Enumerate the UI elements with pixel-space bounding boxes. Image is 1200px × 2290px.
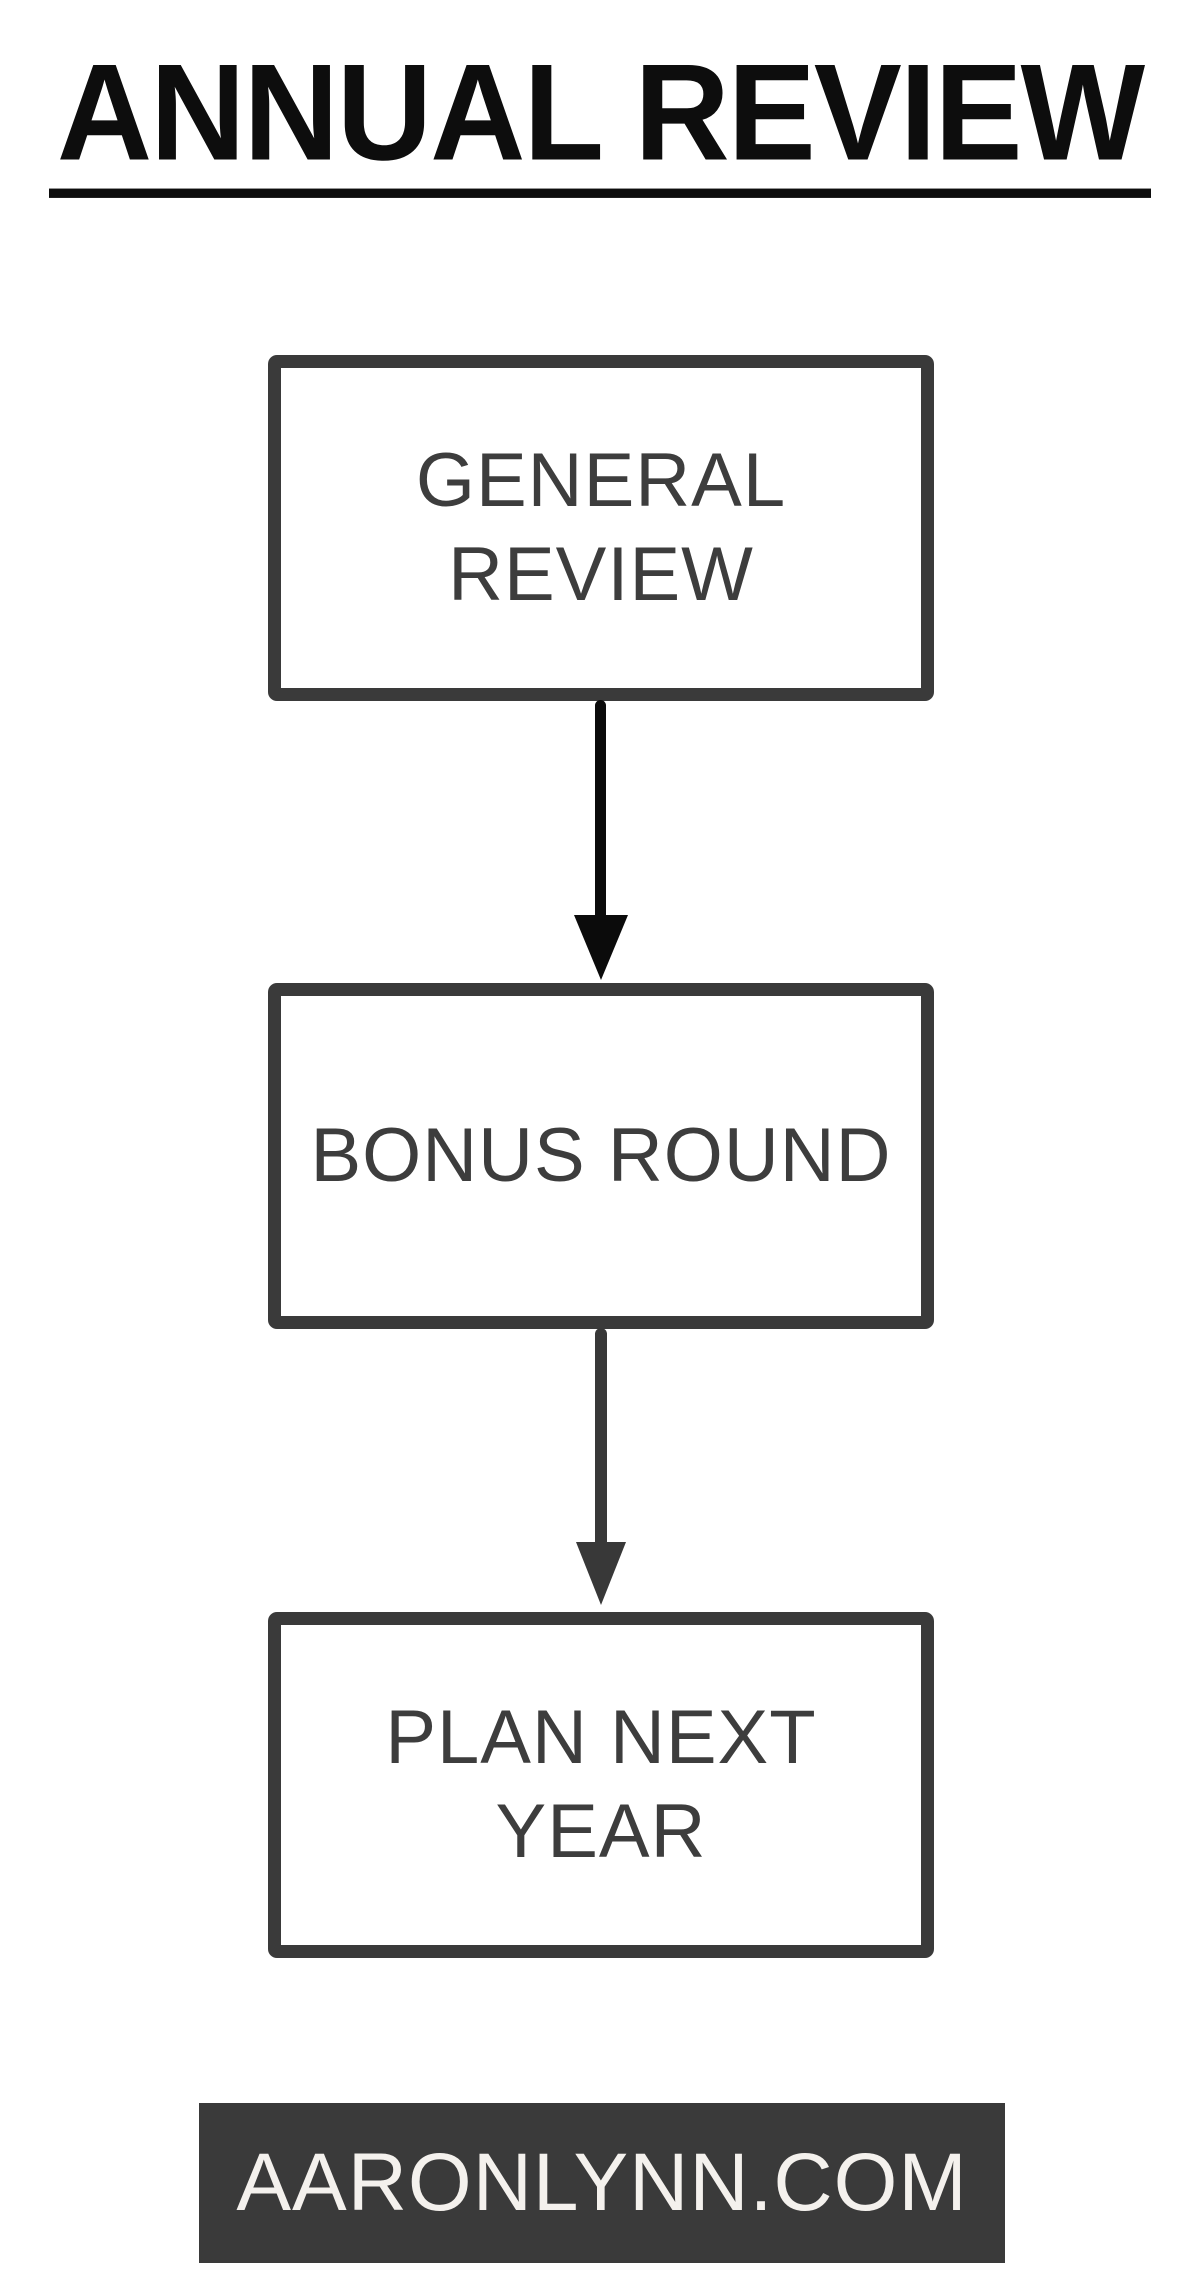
header: ANNUAL REVIEW [0,43,1200,198]
arrow-stem [595,1328,607,1545]
node-general-review: GENERAL REVIEW [268,355,934,701]
arrow-stem [595,700,606,918]
node-plan-next-year: PLAN NEXT YEAR [268,1612,934,1958]
node-label: PLAN NEXT YEAR [385,1695,817,1874]
arrowhead-icon [576,1542,626,1605]
node-label: GENERAL REVIEW [415,438,787,617]
footer-bar: AARONLYNN.COM [199,2103,1005,2263]
node-label: BONUS ROUND [310,1113,892,1198]
page-title: ANNUAL REVIEW [48,43,1152,198]
arrowhead-icon [574,915,628,980]
footer-site-label: AARONLYNN.COM [236,2137,968,2228]
node-bonus-round: BONUS ROUND [268,983,934,1329]
